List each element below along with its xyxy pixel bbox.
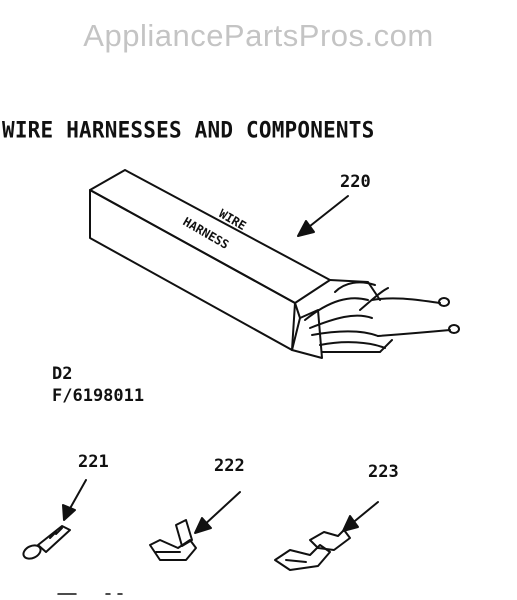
- arrow-head: [297, 220, 315, 237]
- spade-terminal-large: [274, 529, 351, 571]
- spade-crimp: [175, 519, 193, 547]
- arrow-222: [194, 491, 241, 534]
- diagram-code: D2: [52, 364, 73, 384]
- arrow-221: [62, 479, 87, 521]
- arrow-223: [342, 501, 379, 532]
- harness-wire: [319, 341, 386, 349]
- callout-223: 223: [368, 462, 399, 482]
- harness-wire: [309, 314, 373, 329]
- arrow-shaft: [304, 195, 349, 231]
- lead-terminal: [438, 297, 450, 307]
- spade-crimp: [309, 529, 351, 551]
- watermark: AppliancePartsPros.com: [83, 18, 434, 53]
- callout-220: 220: [340, 172, 371, 192]
- diagram-title: WIRE HARNESSES AND COMPONENTS: [2, 117, 375, 143]
- figure-number: F/6198011: [52, 386, 145, 406]
- box-end-top: [329, 279, 381, 301]
- arrow-head: [342, 515, 359, 532]
- harness-lead: [359, 287, 389, 311]
- harness-wire: [304, 297, 369, 321]
- arrow-head: [62, 504, 76, 521]
- harness-lead: [377, 329, 451, 337]
- ring-crimp: [49, 527, 63, 539]
- harness-wire: [321, 339, 393, 353]
- harness-wire: [311, 330, 379, 337]
- box-text-wire: WIRE: [217, 206, 249, 233]
- callout-222: 222: [214, 456, 245, 476]
- arrow-shaft: [201, 491, 241, 528]
- wire-harness-box: WIRE HARNESS: [89, 169, 460, 359]
- spade-body: [149, 539, 197, 561]
- ring-terminal: [22, 525, 71, 560]
- arrow-220: [297, 195, 349, 237]
- box-front-face: [89, 189, 296, 351]
- harness-wire: [334, 281, 376, 293]
- lead-terminal: [448, 324, 460, 334]
- spade-terminal: [149, 519, 197, 561]
- arrow-head: [194, 517, 212, 534]
- arrow-shaft: [67, 479, 87, 513]
- spade-detail: [285, 559, 307, 563]
- ring-shank: [37, 525, 71, 553]
- harness-lead: [371, 297, 441, 304]
- callout-221: 221: [78, 452, 109, 472]
